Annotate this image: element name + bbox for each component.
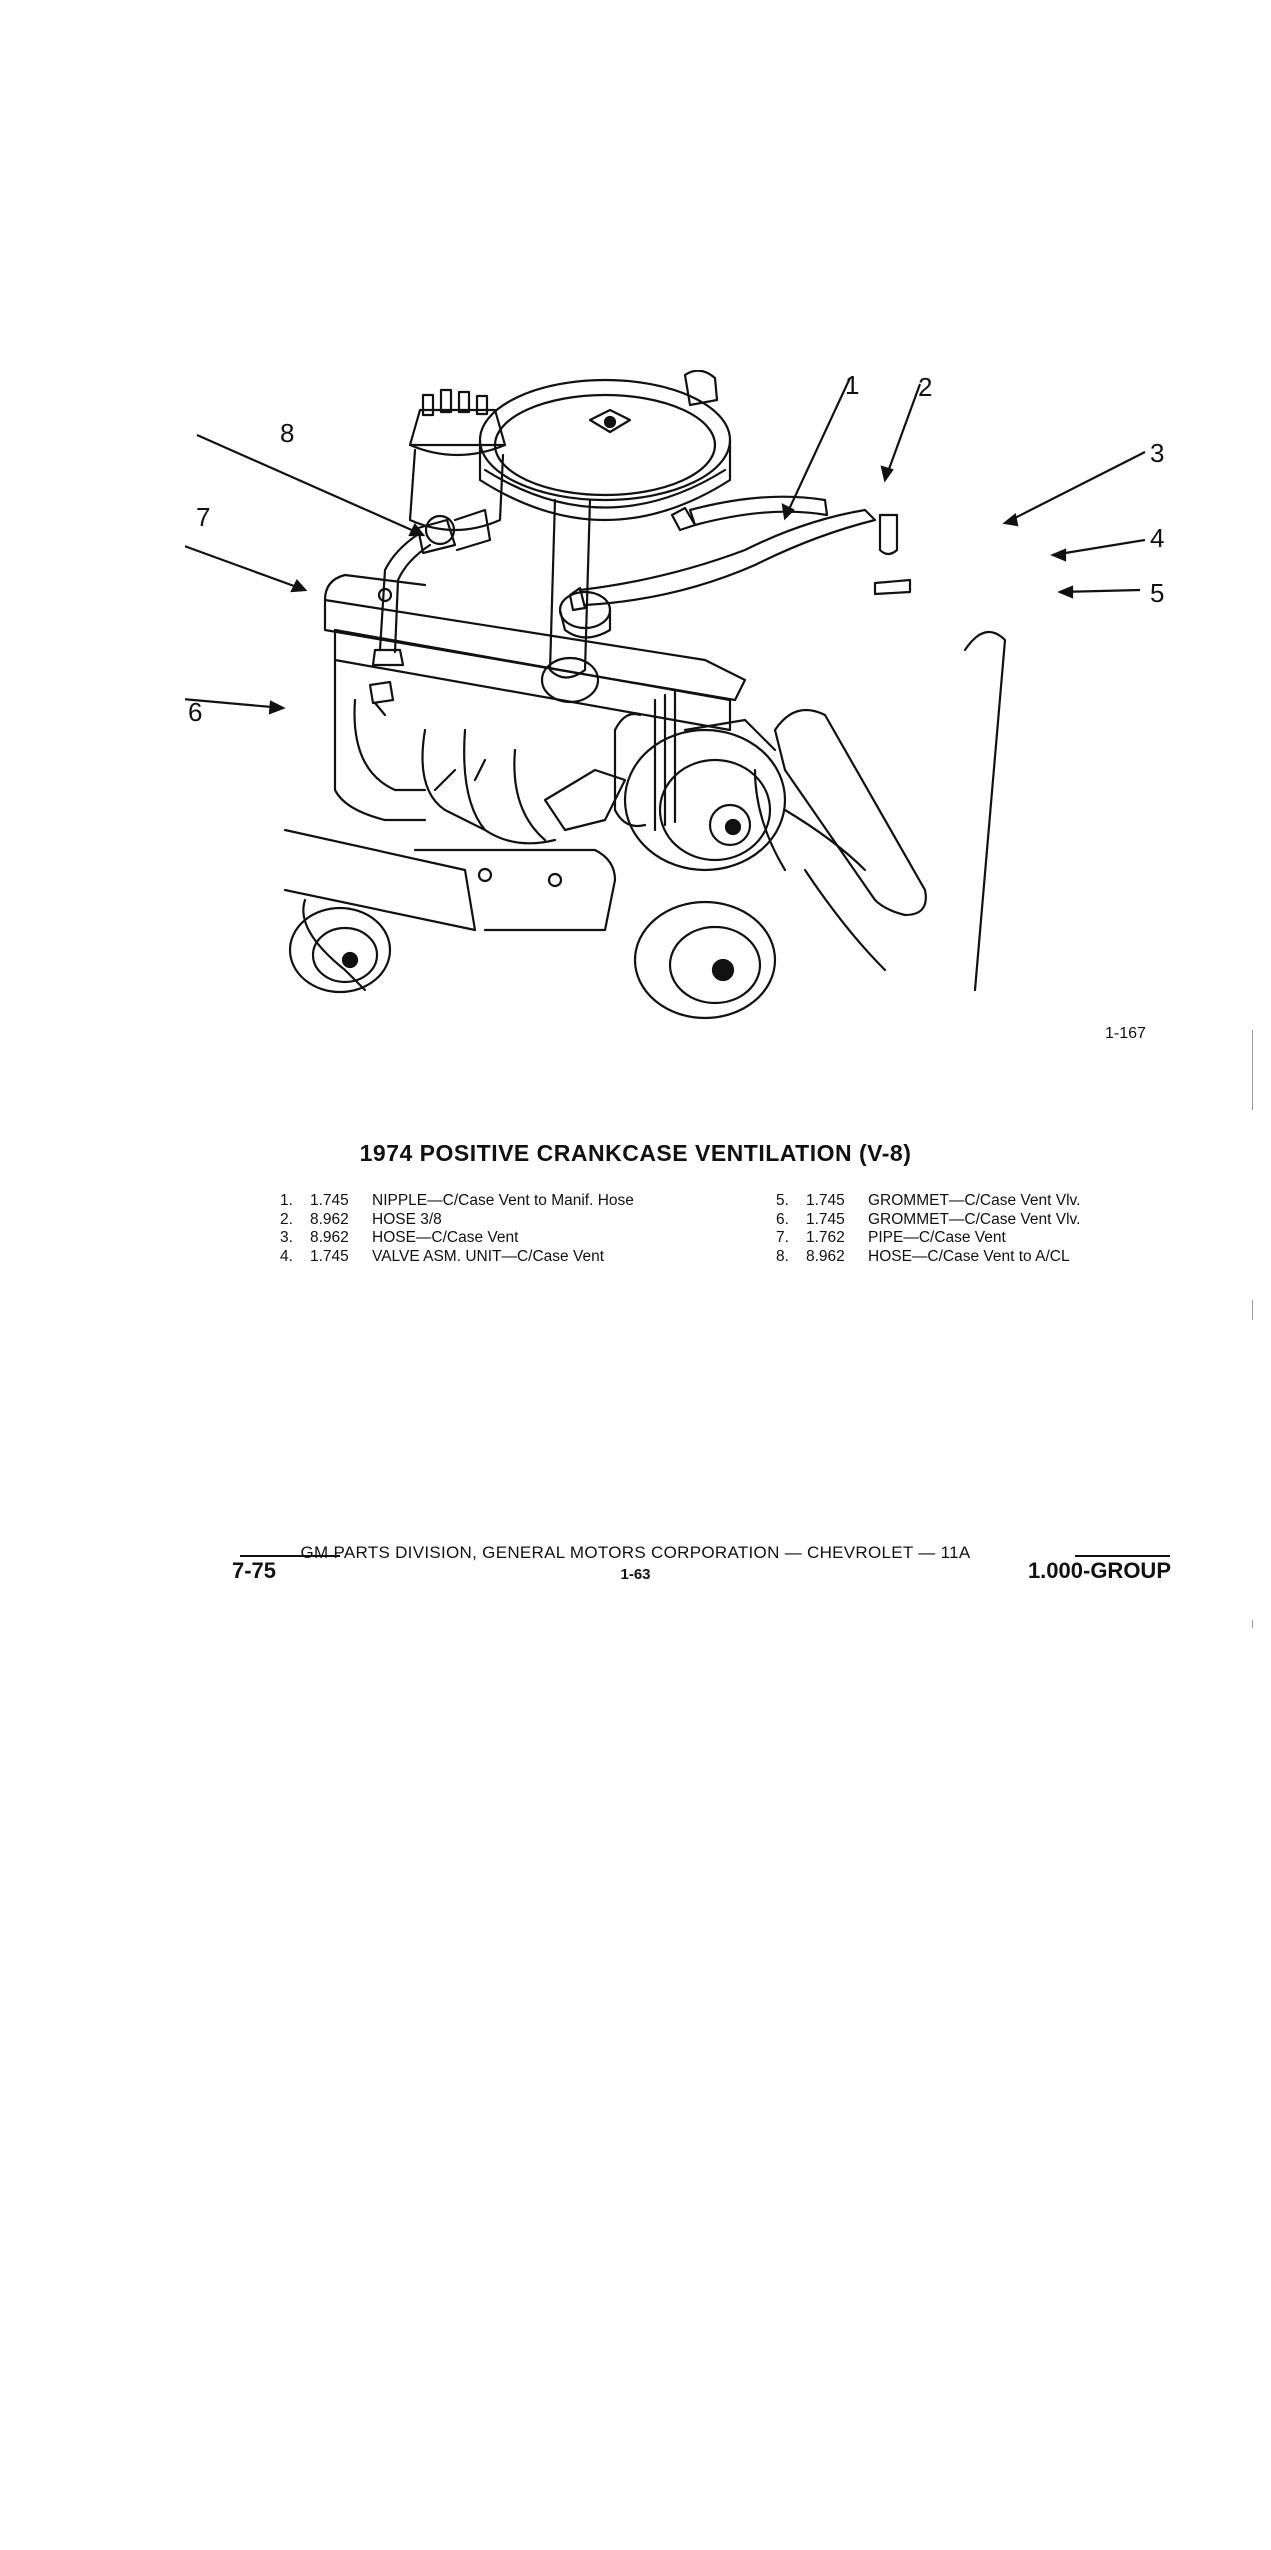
item-description: GROMMET—C/Case Vent Vlv. (868, 1210, 1081, 1228)
pcv-valve (873, 513, 912, 596)
item-code: 8.962 (806, 1247, 845, 1265)
timing-cover (413, 758, 627, 932)
list-item: 6. 1.745 GROMMET—C/Case Vent Vlv. (776, 1211, 1080, 1230)
scan-margin-mark (1252, 1300, 1253, 1320)
callout-6: 6 (188, 697, 203, 727)
page-number: 1-63 (620, 1566, 651, 1583)
list-item: 1. 1.745 NIPPLE—C/Case Vent to Manif. Ho… (280, 1192, 634, 1211)
callout-1: 1 (845, 370, 860, 400)
item-description: VALVE ASM. UNIT—C/Case Vent (372, 1247, 605, 1265)
item-code: 1.745 (310, 1247, 349, 1265)
footer-group: 1.000-GROUP (1027, 1558, 1171, 1583)
footer-date: 7-75 (232, 1558, 277, 1583)
item-code: 1.745 (806, 1192, 845, 1209)
fan-blade (753, 630, 1007, 992)
pcv-hose-3 (568, 508, 877, 612)
list-item: 8. 8.962 HOSE—C/Case Vent to A/CL (776, 1248, 1080, 1267)
list-item: 4. 1.745 VALVE ASM. UNIT—C/Case Vent (280, 1248, 634, 1267)
item-number: 3. (280, 1229, 293, 1246)
item-description: PIPE—C/Case Vent (868, 1229, 1006, 1246)
footer-rule-right (1075, 1555, 1170, 1557)
item-code: 1.745 (806, 1210, 845, 1228)
item-code: 8.962 (310, 1210, 349, 1228)
list-item: 5. 1.745 GROMMET—C/Case Vent Vlv. (776, 1192, 1080, 1211)
figure-number: 1-167 (1105, 1025, 1146, 1042)
distributor-cap (408, 388, 507, 532)
pcv-pipe-7 (371, 508, 492, 667)
callout-3: 3 (1150, 438, 1165, 468)
page-title: 1974 POSITIVE CRANKCASE VENTILATION (V-8… (359, 1140, 912, 1166)
alternator (613, 688, 787, 872)
item-description: NIPPLE—C/Case Vent to Manif. Hose (372, 1192, 634, 1209)
item-number: 4. (280, 1247, 293, 1265)
item-number: 5. (776, 1192, 789, 1209)
item-number: 1. (280, 1192, 293, 1209)
callout-7: 7 (196, 502, 211, 532)
list-item: 2. 8.962 HOSE 3/8 (280, 1211, 634, 1230)
item-description: GROMMET—C/Case Vent Vlv. (868, 1192, 1081, 1209)
item-number: 2. (280, 1210, 293, 1228)
parts-list-right: 5. 1.745 GROMMET—C/Case Vent Vlv. 6. 1.7… (776, 1192, 1080, 1266)
item-number: 7. (776, 1229, 789, 1246)
scan-margin-mark (1252, 1620, 1253, 1628)
carburetor-stand (540, 498, 612, 704)
footer-rule-left (240, 1555, 340, 1557)
item-description: HOSE 3/8 (372, 1210, 442, 1228)
grommet-6 (368, 680, 395, 717)
scan-margin-mark (1252, 1030, 1253, 1110)
item-description: HOSE—C/Case Vent to A/CL (868, 1247, 1070, 1265)
item-number: 6. (776, 1210, 789, 1228)
item-description: HOSE—C/Case Vent (372, 1229, 519, 1246)
engine-block (283, 573, 747, 992)
callout-4: 4 (1150, 523, 1165, 553)
item-code: 1.745 (310, 1192, 349, 1209)
item-number: 8. (776, 1247, 789, 1265)
engine-pcv-illustration (185, 370, 1146, 1020)
crank-pulley-left (288, 906, 392, 994)
parts-list-left: 1. 1.745 NIPPLE—C/Case Vent to Manif. Ho… (280, 1192, 634, 1266)
pcv-hose-2 (670, 495, 829, 532)
footer-publisher: GM PARTS DIVISION, GENERAL MOTORS CORPOR… (300, 1543, 971, 1562)
list-item: 3. 8.962 HOSE—C/Case Vent (280, 1229, 634, 1248)
air-cleaner (478, 370, 732, 521)
list-item: 7. 1.762 PIPE—C/Case Vent (776, 1229, 1080, 1248)
item-code: 8.962 (310, 1229, 349, 1246)
item-code: 1.762 (806, 1229, 845, 1246)
callout-2: 2 (918, 372, 933, 402)
water-pump-pulley (633, 900, 777, 1020)
callout-8: 8 (280, 418, 295, 448)
callout-5: 5 (1150, 578, 1165, 608)
